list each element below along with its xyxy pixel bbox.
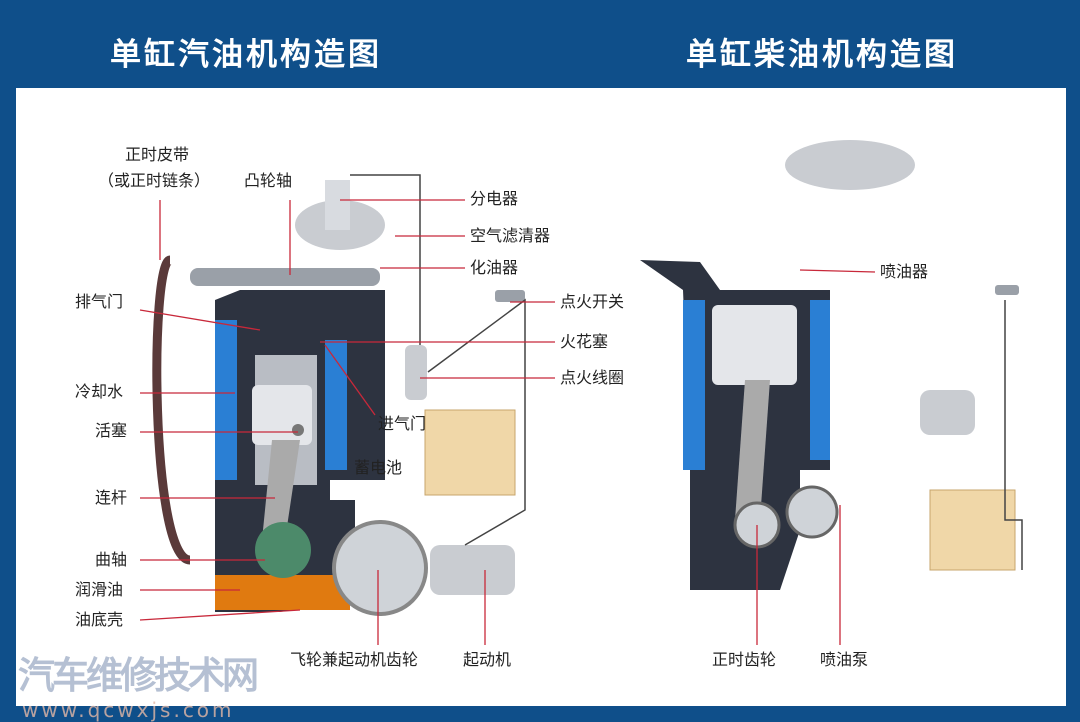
diesel-piston: [712, 305, 797, 385]
timing-belt: [152, 255, 192, 565]
label-timing-belt: 正时皮带: [125, 145, 190, 164]
label-exhaust-valve: 排气门: [75, 292, 124, 311]
watermark-text: 汽车维修技术网: [18, 654, 259, 697]
distributor: [325, 180, 350, 230]
ignition-coil: [405, 345, 427, 400]
coolant-jacket-right: [325, 340, 347, 470]
label-timing-gear: 正时齿轮: [712, 650, 777, 669]
coolant-jacket-left: [215, 320, 237, 480]
watermark-url: www.qcwxjs.com: [22, 698, 235, 722]
battery: [424, 409, 516, 496]
gasoline-title: 单缸汽油机构造图: [110, 37, 382, 73]
leader-lines: [139, 199, 876, 645]
label-camshaft: 凸轮轴: [244, 171, 293, 190]
label-injector: 喷油器: [880, 262, 929, 281]
label-flywheel: 飞轮兼起动机齿轮: [290, 650, 419, 669]
piston: [252, 385, 312, 445]
flywheel: [332, 520, 428, 616]
label-distributor: 分电器: [470, 189, 519, 208]
timing-gear-right: [785, 485, 839, 539]
diesel-engine-illustration: [640, 140, 1023, 590]
diesel-air-filter: [785, 140, 915, 190]
label-injection-pump: 喷油泵: [820, 650, 869, 669]
label-crankshaft: 曲轴: [95, 550, 128, 569]
label-connecting-rod: 连杆: [95, 488, 128, 507]
diagram-panel: [16, 88, 1066, 706]
label-coolant: 冷却水: [75, 382, 124, 401]
camshaft: [190, 268, 380, 286]
label-spark-plug: 火花塞: [560, 332, 609, 351]
label-timing-chain: （或正时链条）: [98, 171, 211, 190]
diesel-title: 单缸柴油机构造图: [686, 37, 958, 73]
crankshaft: [255, 522, 311, 578]
label-air-filter: 空气滤清器: [470, 226, 551, 245]
label-battery: 蓄电池: [354, 458, 403, 477]
connecting-rod: [262, 440, 300, 540]
label-carburetor: 化油器: [470, 258, 519, 277]
label-starter: 起动机: [463, 650, 512, 669]
label-piston: 活塞: [95, 421, 128, 440]
label-intake-valve: 进气门: [378, 414, 427, 433]
starter-motor: [430, 545, 515, 595]
label-lubricant: 润滑油: [75, 580, 124, 599]
oil-pan-oil: [215, 575, 350, 610]
label-ignition-coil: 点火线圈: [560, 368, 625, 387]
label-ignition-switch: 点火开关: [560, 292, 625, 311]
ignition-switch: [495, 290, 525, 302]
label-oil-pan: 油底壳: [75, 610, 124, 629]
